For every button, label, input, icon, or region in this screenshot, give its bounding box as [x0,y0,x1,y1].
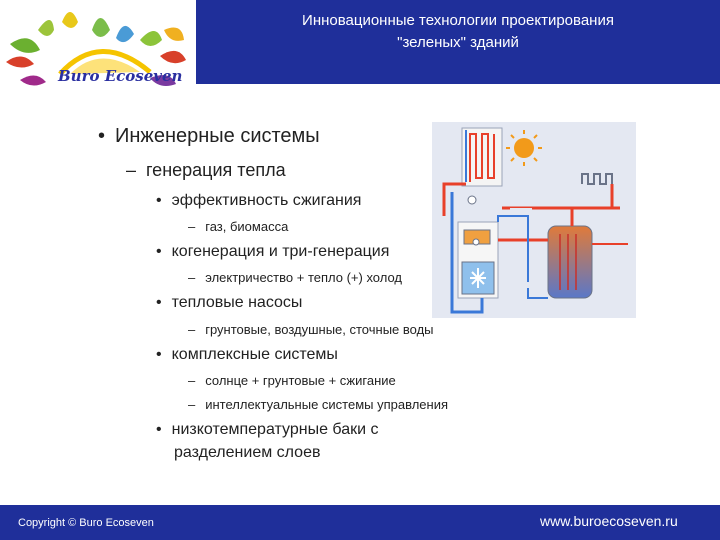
leaf-icon [92,18,110,37]
slide-content: •Инженерные системы –генерация тепла •эф… [98,125,448,462]
list-subitem-text: солнце + грунтовые + сжигание [205,373,396,388]
list-item: • тепловые насосы [156,294,302,312]
list-item-label: когенерация и три-генерация [171,243,390,260]
list-item-continuation: разделением слоев [174,444,320,462]
dash-marker: – [126,160,137,180]
bullet-marker: • [156,243,162,260]
list-item-label: разделением слоев [174,444,321,461]
slide-title-line1: Инновационные технологии проектирования [302,12,614,29]
dash-marker: – [188,322,196,337]
leaf-icon [20,75,46,86]
heating-system-diagram [432,122,636,318]
leaf-icon [62,12,78,28]
dash-marker: – [188,397,196,412]
list-item: • комплексные системы [156,346,338,364]
sun-leaves-logo-icon [6,12,186,86]
logo-text: Buro Ecoseven [58,67,183,85]
list-item: • когенерация и три-генерация [156,243,389,261]
leaf-icon [150,75,176,86]
list-subitem: –грунтовые, воздушные, сточные воды [188,322,434,337]
bullet-marker: • [156,346,162,363]
heading-item: • Инженерные системы [98,125,320,148]
bullet-marker: • [156,192,162,209]
list-item: • эффективность сжигания [156,192,361,210]
slide-title: Инновационные технологии проектирования … [196,10,720,54]
leaf-icon [10,38,40,53]
list-subitem: –солнце + грунтовые + сжигание [188,373,396,388]
list-item-label: комплексные системы [171,346,338,363]
bullet-marker: • [98,125,106,147]
list-subitem-text: интеллектуальные системы управления [205,397,449,412]
bullet-marker: • [156,421,162,438]
heading-text: Инженерные системы [115,125,320,147]
sun-icon [506,130,542,166]
subheading-text: генерация тепла [146,160,286,180]
storage-tank-icon [547,225,593,299]
radiator-icon [581,173,613,185]
leaf-icon [140,31,162,46]
list-item-label: тепловые насосы [171,294,303,311]
leaf-icon [6,56,34,68]
drop-icon [116,25,134,43]
list-subitem-text: грунтовые, воздушные, сточные воды [205,322,434,337]
list-subitem: –электричество + тепло (+) холод [188,270,402,285]
header-bar [196,0,720,84]
dash-marker: – [188,373,196,388]
copyright-text: Copyright © Buro Ecoseven [18,517,154,529]
list-item: • низкотемпературные баки с [156,421,378,439]
slide-title-line2: "зеленых" зданий [397,34,519,51]
leaf-icon [38,20,54,36]
list-item-label: низкотемпературные баки с [171,421,379,438]
footer-bar [0,505,720,540]
leaf-icon [164,27,184,41]
dash-marker: – [188,219,196,234]
bullet-marker: • [156,294,162,311]
dash-marker: – [188,270,196,285]
heating-diagram-icon [442,127,628,314]
logo: Buro Ecoseven [0,0,196,98]
list-subitem: –газ, биомасса [188,219,288,234]
list-subitem-text: электричество + тепло (+) холод [205,270,403,285]
website-link[interactable]: www.buroecoseven.ru [540,513,678,529]
list-subitem-text: газ, биомасса [205,219,289,234]
subheading-item: –генерация тепла [126,160,286,181]
list-item-label: эффективность сжигания [171,192,362,209]
list-subitem: –интеллектуальные системы управления [188,397,448,412]
leaf-icon [160,50,186,64]
